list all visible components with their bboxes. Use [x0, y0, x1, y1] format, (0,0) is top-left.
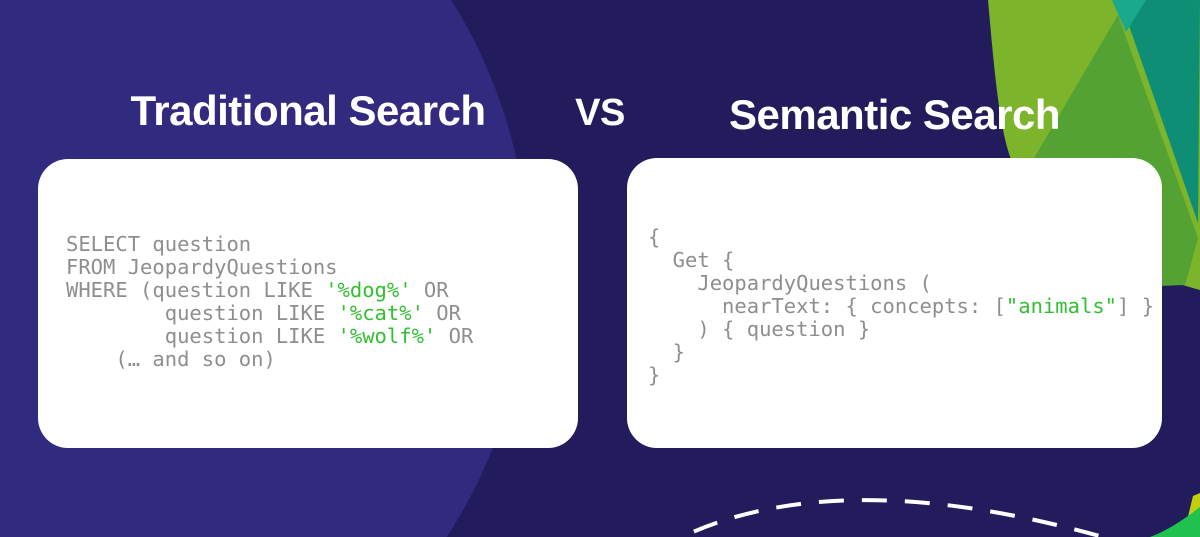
code-line: (… and so on) [66, 347, 276, 371]
code-line: } [648, 363, 661, 387]
code-line: Get { [648, 248, 735, 272]
code-line: question LIKE '%wolf%' OR [66, 324, 474, 348]
graphql-code-block: { Get { JeopardyQuestions ( nearText: { … [648, 226, 1154, 387]
title-traditional-search: Traditional Search [130, 87, 486, 134]
code-line: { [648, 225, 661, 249]
code-line: FROM JeopardyQuestions [66, 255, 338, 279]
title-vs: VS [575, 92, 625, 134]
code-line: question LIKE '%cat%' OR [66, 301, 461, 325]
code-line: WHERE (question LIKE '%dog%' OR [66, 278, 449, 302]
code-line: } [648, 340, 686, 364]
semantic-search-card: { Get { JeopardyQuestions ( nearText: { … [627, 158, 1162, 448]
corner-green-shape [1150, 507, 1200, 537]
dashed-arc [677, 498, 1111, 537]
teal-triangle-shape [1120, 0, 1200, 223]
teal-light-triangle-shape [1112, 0, 1146, 32]
code-line: SELECT question [66, 232, 252, 256]
code-line: ) { question } [648, 317, 871, 341]
code-line: JeopardyQuestions ( [648, 271, 932, 295]
code-line: nearText: { concepts: ["animals"] } [648, 294, 1155, 318]
title-semantic-search: Semantic Search [728, 91, 1061, 138]
